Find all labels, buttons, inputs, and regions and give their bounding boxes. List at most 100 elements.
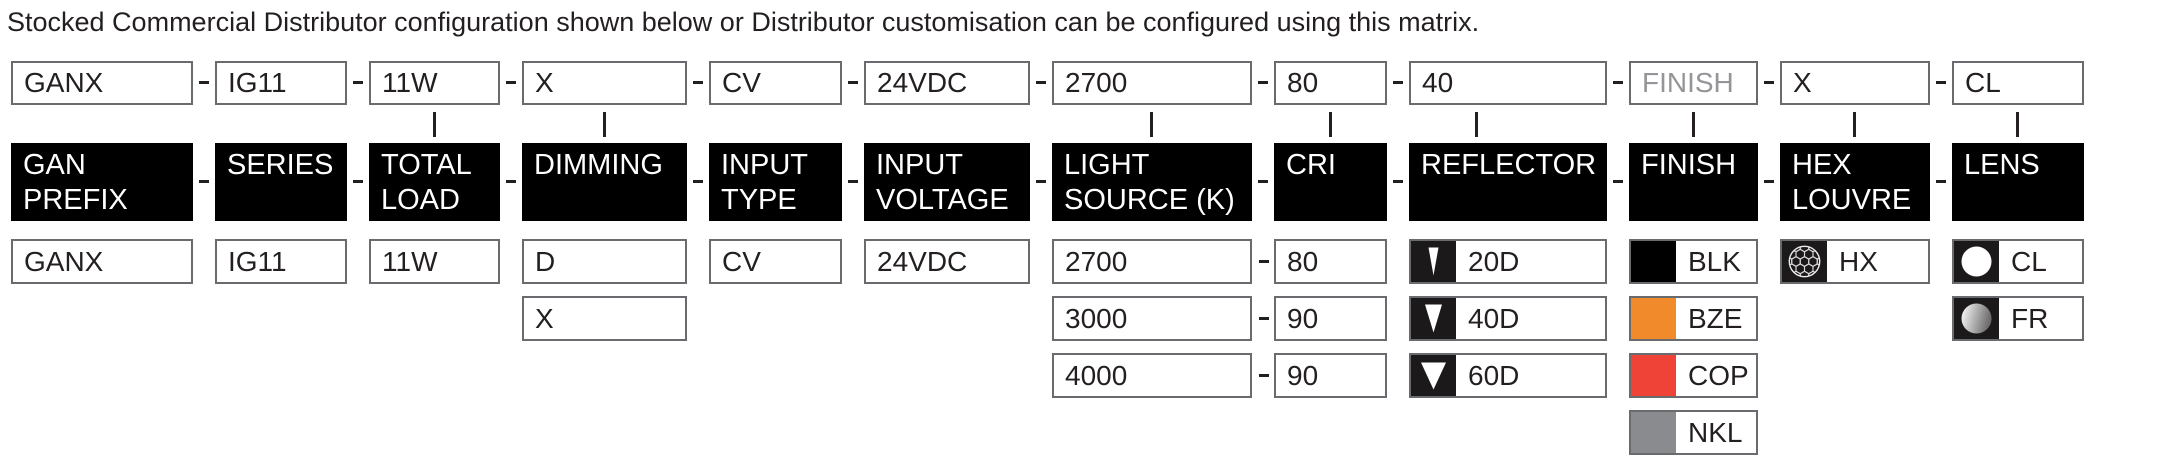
dash [1613, 81, 1623, 84]
options-cri: 80 90 90 [1259, 239, 1387, 398]
option-label: BLK [1688, 246, 1741, 277]
connector-line [1150, 112, 1153, 137]
beam-narrow-icon [1411, 241, 1456, 282]
option-60d: 60D [1409, 353, 1607, 398]
option-fr: FR [1952, 296, 2084, 341]
column-input-voltage: 24VDC INPUT VOLTAGE 24VDC [848, 61, 1030, 455]
connector-line [1691, 112, 1695, 137]
option-label: HX [1839, 246, 1878, 277]
dash [1258, 81, 1268, 84]
dash [1936, 180, 1946, 183]
options-lens: CL FR [1952, 239, 2084, 341]
code-box-gan-prefix: GANX [11, 61, 193, 105]
option-hx: HX [1780, 239, 1930, 284]
options-gan-prefix: GANX [11, 239, 193, 284]
code-box-finish: FINISH [1629, 61, 1758, 105]
dash [353, 180, 363, 183]
options-input-type: CV [709, 239, 842, 284]
dash [1393, 180, 1403, 183]
option-label: NKL [1688, 417, 1743, 448]
connector-zone [369, 105, 500, 143]
connector-line [432, 112, 436, 137]
option-label: FR [2011, 303, 2049, 334]
header-cri: CRI [1274, 143, 1387, 221]
header-light-source: LIGHT SOURCE (K) [1052, 143, 1252, 221]
option-nkl: NKL [1629, 410, 1758, 455]
options-hex-louvre: HX [1780, 239, 1930, 284]
option-x: X [522, 296, 687, 341]
connector-zone [11, 105, 193, 143]
column-input-type: CV INPUT TYPE CV [693, 61, 842, 455]
header-lens: LENS [1952, 143, 2084, 221]
option-cri-80: 80 [1259, 239, 1387, 284]
header-input-voltage: INPUT VOLTAGE [864, 143, 1030, 221]
connector-zone [1052, 105, 1252, 143]
finish-black-swatch [1631, 241, 1676, 282]
code-box-reflector: 40 [1409, 61, 1607, 105]
option-40d: 40D [1409, 296, 1607, 341]
code-box-lens: CL [1952, 61, 2084, 105]
dash [353, 81, 363, 84]
dash [1764, 180, 1774, 183]
dash [1036, 180, 1046, 183]
connector-zone [1629, 105, 1758, 143]
dash [199, 180, 209, 183]
beam-medium-icon [1411, 298, 1456, 339]
code-box-light-source: 2700 [1052, 61, 1252, 105]
dash [506, 81, 516, 84]
header-hex-louvre: HEX LOUVRE [1780, 143, 1930, 221]
column-series: IG11 SERIES IG11 [199, 61, 347, 455]
options-input-voltage: 24VDC [864, 239, 1030, 284]
option-ig11: IG11 [215, 239, 347, 284]
option-label: CL [2011, 246, 2047, 277]
header-input-type: INPUT TYPE [709, 143, 842, 221]
connector-zone [1409, 105, 1607, 143]
header-reflector: REFLECTOR [1409, 143, 1607, 221]
option-3000k: 3000 [1052, 296, 1252, 341]
option-cri-90a: 90 [1259, 296, 1387, 341]
options-series: IG11 [215, 239, 347, 284]
option-2700k: 2700 [1052, 239, 1252, 284]
finish-nickel-swatch [1631, 412, 1676, 453]
option-label: COP [1688, 360, 1749, 391]
header-gan-prefix: GAN PREFIX [11, 143, 193, 221]
connector-zone [709, 105, 842, 143]
code-box-dimming: X [522, 61, 687, 105]
code-box-total-load: 11W [369, 61, 500, 105]
options-light-source: 2700 3000 4000 [1052, 239, 1252, 398]
dash [1036, 81, 1046, 84]
dash [693, 81, 703, 84]
option-d: D [522, 239, 687, 284]
page-title: Stocked Commercial Distributor configura… [7, 7, 1480, 37]
connector-zone [864, 105, 1030, 143]
dash [199, 81, 209, 84]
connector-zone [1780, 105, 1930, 143]
dash [693, 180, 703, 183]
connector-line [2016, 112, 2019, 137]
code-box-input-type: CV [709, 61, 842, 105]
header-series: SERIES [215, 143, 347, 221]
column-cri: 80 CRI 80 90 90 [1258, 61, 1387, 455]
options-dimming: D X [522, 239, 687, 341]
column-dimming: X DIMMING D X [506, 61, 687, 455]
option-bze: BZE [1629, 296, 1758, 341]
code-box-series: IG11 [215, 61, 347, 105]
dash [1393, 81, 1403, 84]
option-24vdc: 24VDC [864, 239, 1030, 284]
lens-frosted-icon [1954, 298, 1999, 339]
dash [506, 180, 516, 183]
column-total-load: 11W TOTAL LOAD 11W [353, 61, 500, 455]
ordering-matrix: GANX GAN PREFIX GANX IG11 SERIES IG11 11… [11, 61, 2084, 455]
code-box-cri: 80 [1274, 61, 1387, 105]
connector-zone [1952, 105, 2084, 143]
option-label: 60D [1468, 360, 1520, 391]
option-cri-90b: 90 [1259, 353, 1387, 398]
connector-zone [522, 105, 687, 143]
column-hex-louvre: X HEX LOUVRE [1764, 61, 1930, 455]
options-finish: BLK BZE COP NKL [1629, 239, 1758, 455]
column-finish: FINISH FINISH BLK BZE COP NKL [1613, 61, 1758, 455]
dash [1258, 180, 1268, 183]
finish-bronze-swatch [1631, 298, 1676, 339]
dash [1764, 81, 1774, 84]
